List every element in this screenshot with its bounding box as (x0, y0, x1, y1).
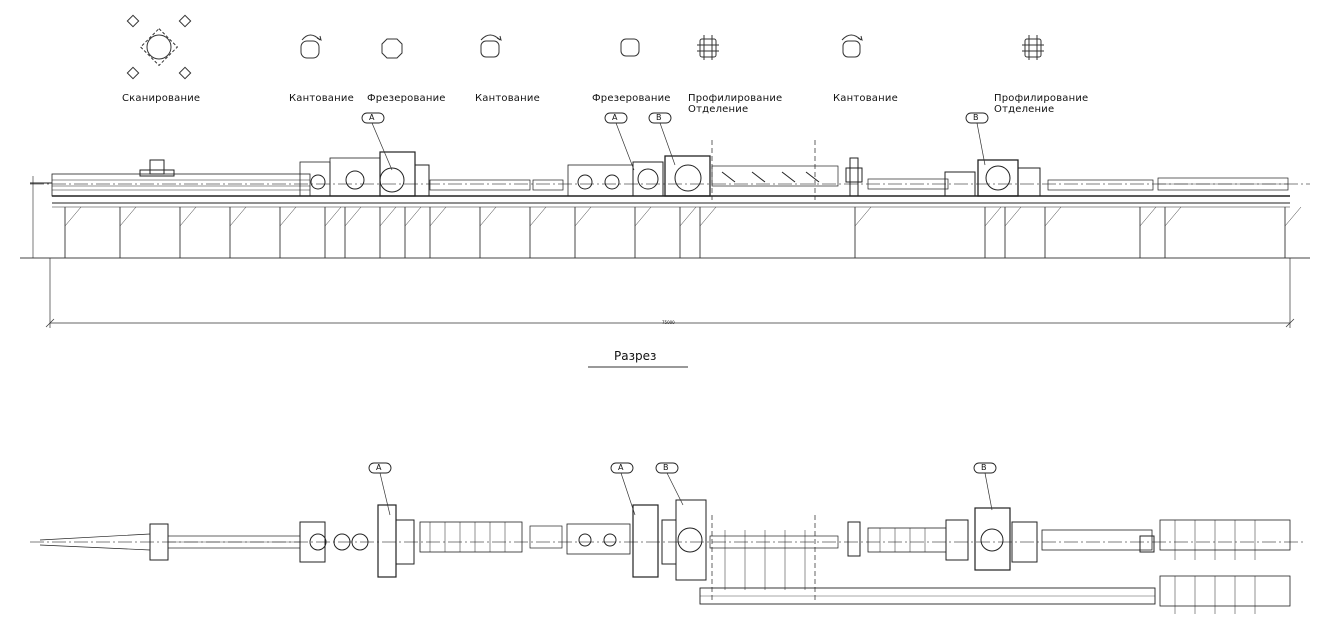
leg-brace (64, 206, 82, 227)
operation-label: Профилирование Отделение (994, 93, 1089, 115)
marker-b: B (973, 113, 979, 122)
turning-icon (300, 34, 322, 59)
operation-label: Фрезерование (367, 93, 446, 104)
leg-brace (1004, 206, 1022, 227)
marker-bubbles (361, 112, 997, 474)
overall-dimension (45, 258, 1295, 328)
leg-brace (634, 206, 652, 227)
leg-brace (429, 206, 447, 227)
support-legs (64, 206, 1302, 258)
milling-icon (620, 38, 640, 57)
elevation-view (20, 140, 1310, 259)
leg-brace (699, 206, 717, 227)
scanning-icon (126, 14, 192, 80)
marker-b: B (981, 463, 987, 472)
leg-brace (854, 206, 872, 227)
leg-brace (479, 206, 497, 227)
leg-brace (404, 206, 422, 227)
section-title: Разрез (614, 349, 657, 363)
marker-leaders (371, 122, 993, 516)
leg-brace (379, 206, 397, 227)
leg-brace (1284, 206, 1302, 227)
marker-b: B (656, 113, 662, 122)
operation-label: Профилирование Отделение (688, 93, 783, 115)
leg-brace (1044, 206, 1062, 227)
marker-b: B (663, 463, 669, 472)
operation-label: Кантование (289, 93, 354, 104)
plan-view (30, 499, 1305, 614)
operation-label: Кантование (475, 93, 540, 104)
profiling-icon (1022, 35, 1044, 60)
operation-label: Фрезерование (592, 93, 671, 104)
operation-label: Кантование (833, 93, 898, 104)
marker-a: A (369, 113, 375, 122)
leg-brace (984, 206, 1002, 227)
overall-dimension-value: 75000 (662, 320, 675, 325)
leg-brace (344, 206, 362, 227)
leg-brace (119, 206, 137, 227)
turning-icon (841, 34, 863, 58)
leg-brace (229, 206, 247, 227)
leg-brace (679, 206, 697, 227)
leg-brace (324, 206, 342, 227)
marker-a: A (612, 113, 618, 122)
leg-brace (529, 206, 547, 227)
operation-label: Сканирование (122, 93, 201, 104)
leg-brace (1164, 206, 1182, 227)
leg-brace (279, 206, 297, 227)
leg-brace (1139, 206, 1157, 227)
milling-icon (381, 38, 403, 59)
marker-a: A (376, 463, 382, 472)
profiling-icon (697, 35, 719, 60)
leg-brace (574, 206, 592, 227)
turning-icon (480, 34, 502, 58)
leg-brace (179, 206, 197, 227)
marker-a: A (618, 463, 624, 472)
